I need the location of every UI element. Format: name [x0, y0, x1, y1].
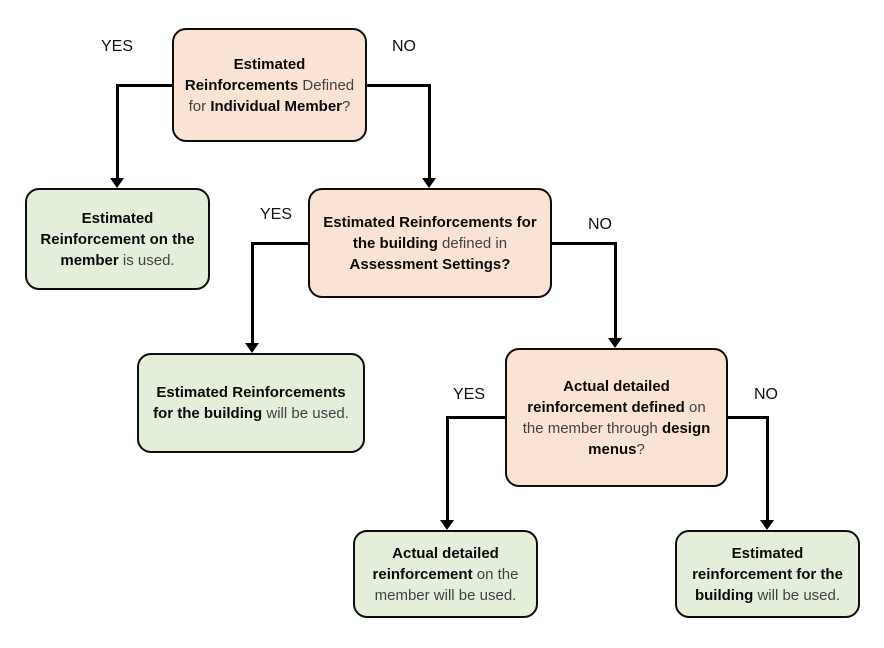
decision-node-estimated-reinforcements-individual-member: Estimated Reinforcements Defined for Ind…	[172, 28, 367, 142]
edge-q1-no-line-vertical	[428, 84, 431, 179]
result-node-building-reinforcements-used: Estimated Reinforcements for the buildin…	[137, 353, 365, 453]
result-node-text: Estimated reinforcement for the building…	[692, 544, 843, 604]
result-node-estimated-building-reinforcement-used: Estimated reinforcement for the building…	[675, 530, 860, 618]
arrow-down-icon	[608, 338, 622, 348]
result-node-estimated-reinforcement-on-member: Estimated Reinforcement on the member is…	[25, 188, 210, 290]
result-node-text: Estimated Reinforcements for the buildin…	[153, 384, 349, 422]
edge-label-q2-no: NO	[588, 216, 612, 233]
edge-q3-yes-line-horizontal	[446, 416, 506, 419]
edge-label-q3-yes: YES	[452, 386, 485, 403]
edge-q3-no-line-horizontal	[727, 416, 768, 419]
result-node-actual-detailed-reinforcement-used: Actual detailed reinforcement on the mem…	[353, 530, 538, 618]
arrow-down-icon	[110, 178, 124, 188]
edge-q2-yes-line-horizontal	[251, 242, 309, 245]
edge-q3-no-line-vertical	[766, 416, 769, 521]
arrow-down-icon	[440, 520, 454, 530]
arrow-down-icon	[422, 178, 436, 188]
edge-label-q2-yes: YES	[259, 206, 292, 223]
edge-q1-yes-line-vertical	[116, 84, 119, 179]
decision-node-text: Estimated Reinforcements Defined for Ind…	[184, 55, 355, 115]
decision-node-text: Actual detailed reinforcement defined on…	[522, 377, 711, 458]
arrow-down-icon	[760, 520, 774, 530]
edge-q1-yes-line-horizontal	[116, 84, 173, 87]
edge-q2-no-line-horizontal	[551, 242, 616, 245]
edge-label-q1-no: NO	[392, 38, 416, 55]
edge-q2-no-line-vertical	[614, 242, 617, 339]
decision-node-building-reinforcements-assessment-settings: Estimated Reinforcements for the buildin…	[308, 188, 552, 298]
edge-label-q3-no: NO	[754, 386, 778, 403]
edge-q3-yes-line-vertical	[446, 416, 449, 521]
decision-node-text: Estimated Reinforcements for the buildin…	[323, 213, 537, 273]
result-node-text: Actual detailed reinforcement on the mem…	[372, 544, 519, 604]
edge-q1-no-line-horizontal	[366, 84, 430, 87]
edge-label-q1-yes: YES	[100, 38, 133, 55]
result-node-text: Estimated Reinforcement on the member is…	[40, 209, 195, 269]
arrow-down-icon	[245, 343, 259, 353]
edge-q2-yes-line-vertical	[251, 242, 254, 344]
decision-node-actual-detailed-reinforcement-design-menus: Actual detailed reinforcement defined on…	[505, 348, 728, 487]
